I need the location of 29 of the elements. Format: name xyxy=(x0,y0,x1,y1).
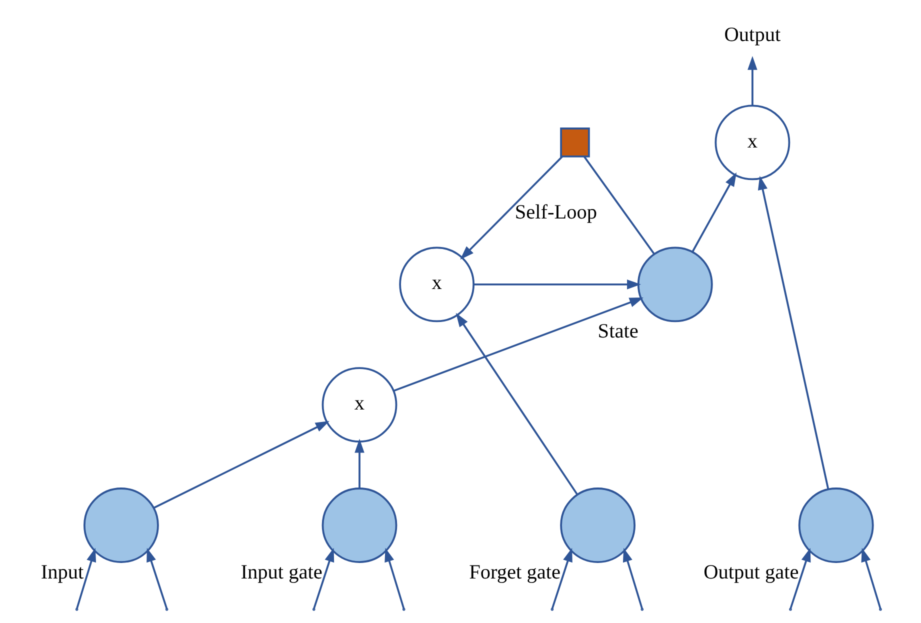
arrow xyxy=(692,172,737,252)
arrow xyxy=(474,280,641,290)
arrow xyxy=(758,176,830,490)
node-box xyxy=(560,128,590,158)
arrow xyxy=(748,56,758,106)
node-circle: x xyxy=(322,367,398,443)
node-label: Forget gate xyxy=(469,561,560,584)
arrow xyxy=(146,548,168,610)
edge-label: Self-Loop xyxy=(514,201,598,224)
node-label: State xyxy=(598,320,638,342)
connector xyxy=(583,156,655,254)
node-text: Output xyxy=(724,24,781,46)
node-label: Output gate xyxy=(704,561,799,584)
node-label: Input xyxy=(40,561,84,584)
arrow xyxy=(622,548,644,610)
arrow xyxy=(460,156,563,260)
arrow xyxy=(313,548,334,610)
arrow xyxy=(384,548,405,610)
arrow xyxy=(456,312,578,495)
arrow xyxy=(354,438,364,488)
arrow xyxy=(551,548,572,610)
node-circle: x xyxy=(714,104,790,180)
node-label: Input gate xyxy=(240,561,322,584)
arrow xyxy=(76,548,96,610)
node-circle xyxy=(637,246,713,322)
arrow xyxy=(861,548,882,610)
arrow xyxy=(790,548,811,610)
arrow xyxy=(153,420,330,509)
arrow xyxy=(394,298,644,392)
